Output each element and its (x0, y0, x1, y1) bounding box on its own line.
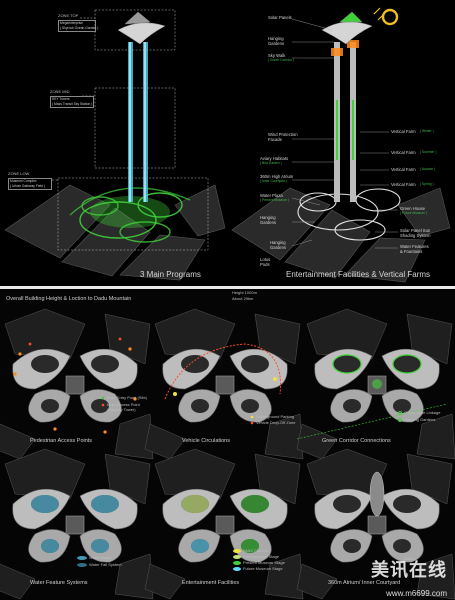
label-green-house-sub: ( Future Museum ) (400, 211, 428, 215)
caption-3-main-programs: 3 Main Programs (140, 270, 201, 279)
legend-atrium: Atrium (404, 556, 416, 561)
label-wind-protection: Wind Protection (268, 132, 298, 137)
zone-top-line1: Megaenterprise (60, 21, 83, 25)
zone-mid-line1: SKY Tuners (52, 97, 70, 101)
zone-mid-box: SKY Tuners ( Mass Transit Sky Station ) (50, 96, 94, 108)
museum-complex-shape (69, 187, 191, 243)
label-vfarm-autumn-sub: ( Autumn ) (420, 167, 436, 171)
label-water-features-sub: & Fountains (400, 249, 423, 254)
legend-water-plaza: Water Plaza (89, 555, 111, 560)
caption-pedestrian: Pedestrian Access Points (30, 438, 93, 444)
legend-present-museum: Present Museum Stage (243, 560, 285, 565)
label-vfarm-spring-sub: ( Spring ) (420, 182, 434, 186)
caption-vehicle: Vehicle Circulations (182, 438, 230, 444)
legend-subway-tower: (Subway Tower) (107, 407, 136, 412)
label-vfarm-spring: Vertical Farm (391, 182, 416, 187)
label-hanging-gardens-3-sub: Gardens (270, 245, 287, 250)
label-atrium-sub: ( Inner Courtyard ) (260, 179, 287, 183)
panel-entertainment (144, 448, 304, 600)
zone-top-title: ZONE TOP (58, 13, 79, 18)
label-solar-panels: Solar Panels (268, 15, 292, 20)
height-note-2: About 29km (232, 296, 254, 301)
label-vfarm-winter: Vertical Farm (391, 129, 416, 134)
bottom-header: Overall Building Height & Loction to Dad… (6, 296, 132, 302)
label-vfarm-autumn: Vertical Farm (391, 167, 416, 172)
panel-green-corridor (296, 308, 455, 460)
label-lotus-pods-sub: Pods (260, 262, 270, 267)
legend-underground-parking: Underground Parking (256, 414, 295, 419)
label-vfarm-winter-sub: ( Winter ) (420, 129, 434, 133)
label-sky-walk: Sky Walk (268, 53, 286, 58)
right-towers (331, 40, 359, 202)
legend-vehicle-dropoff: Vehicle Drop-Off Zone (256, 420, 296, 425)
legend-water-fall: Water Fall System (89, 562, 122, 567)
panel-atrium (296, 448, 455, 600)
label-hanging-gardens-1: Hanging (268, 36, 284, 41)
label-wind-protection-sub: Facade (268, 137, 282, 142)
label-hanging-gardens-2: Hanging (260, 215, 276, 220)
left-crown (117, 11, 166, 45)
legend-main-access: Main Access Point (107, 402, 140, 407)
label-water-plaza: Water Plaza (260, 193, 283, 198)
legend-imax: IMAX Cinema (243, 548, 268, 553)
bottom-sheet: Height 1000m About 29km Overall Building… (0, 289, 455, 600)
legend-hanging-gardens: Hanging Gardens (404, 417, 436, 422)
caption-green-corridor: Green Corridor Connections (322, 438, 391, 444)
zone-top-line2: ( Skyrock Ocean Garden ) (60, 25, 99, 30)
label-vfarm-summer: Vertical Farm (391, 150, 416, 155)
zone-mid-title: ZONE MID (50, 89, 70, 94)
panel-pedestrian (0, 308, 154, 460)
label-aviary-habitats-sub: ( Bird Garden ) (260, 161, 282, 165)
watermark-url: www.m6699.com (386, 589, 447, 598)
label-hanging-gardens-3: Hanging (270, 240, 286, 245)
leader-lines (291, 18, 398, 249)
right-terrain (231, 187, 451, 283)
label-solar-shading: Solar Panel Sun (400, 228, 431, 233)
caption-entertainment: Entertainment Facilities (182, 580, 240, 586)
caption-entertainment-vertical-farms: Entertainment Facilities & Vertical Farm… (286, 270, 431, 279)
label-green-house: Green House (400, 206, 425, 211)
bottom-diagrams (0, 308, 455, 600)
caption-water: Water Feature Systems (30, 580, 88, 586)
zone-low-box: Museum Complex ( Urban Gateway Field ) (8, 178, 52, 190)
top-diagram (4, 7, 451, 283)
watermark-cn: 美讯在线 (371, 560, 447, 580)
legend-future-museum: Future Museum Stage (243, 566, 283, 571)
left-towers (128, 42, 148, 202)
zone-low-line1: Museum Complex (10, 179, 37, 183)
legend-past-museum: Past Museum Stage (243, 554, 280, 559)
sheet-divider (0, 286, 455, 289)
label-atrium: 360m High Atrium (260, 174, 294, 179)
museum-complex-fill (90, 196, 170, 228)
label-solar-shading-sub: Shading System (400, 233, 431, 238)
sun-icon (373, 7, 399, 26)
caption-atrium: 360m Atrium/ Inner Courtyard (328, 580, 401, 586)
legend-green-linkage: Green Zone Linkage (404, 410, 441, 415)
label-water-plaza-sub: ( Present Museum ) (260, 198, 289, 202)
label-hanging-gardens-2-sub: Gardens (260, 220, 277, 225)
panel-water (0, 448, 154, 600)
zone-low-line2: ( Urban Gateway Field ) (10, 183, 45, 188)
zone-top-box: Megaenterprise ( Skyrock Ocean Garden ) (58, 20, 99, 32)
right-crown (321, 11, 373, 45)
label-lotus-pods: Lotus (260, 257, 271, 262)
height-note-1: Height 1000m (232, 290, 257, 295)
label-hanging-gardens-1-sub: Gardens (268, 41, 285, 46)
label-water-features: Water Features (400, 244, 429, 249)
zone-mid-line2: ( Mass Transit Sky Station ) (52, 101, 93, 106)
label-sky-walk-sub: ( Green Corridor ) (268, 58, 295, 62)
label-aviary-habitats: Aviary Habitats (260, 156, 289, 161)
legend-markers (77, 396, 402, 571)
legend-main-entry: Main Entry Point (Site) (107, 395, 148, 400)
label-vfarm-summer-sub: ( Summer ) (420, 150, 437, 154)
panel-vehicle (144, 308, 304, 460)
top-sheet: ZONE TOP Megaenterprise ( Skyrock Ocean … (0, 0, 455, 286)
zone-low-title: ZONE LOW (8, 171, 30, 176)
